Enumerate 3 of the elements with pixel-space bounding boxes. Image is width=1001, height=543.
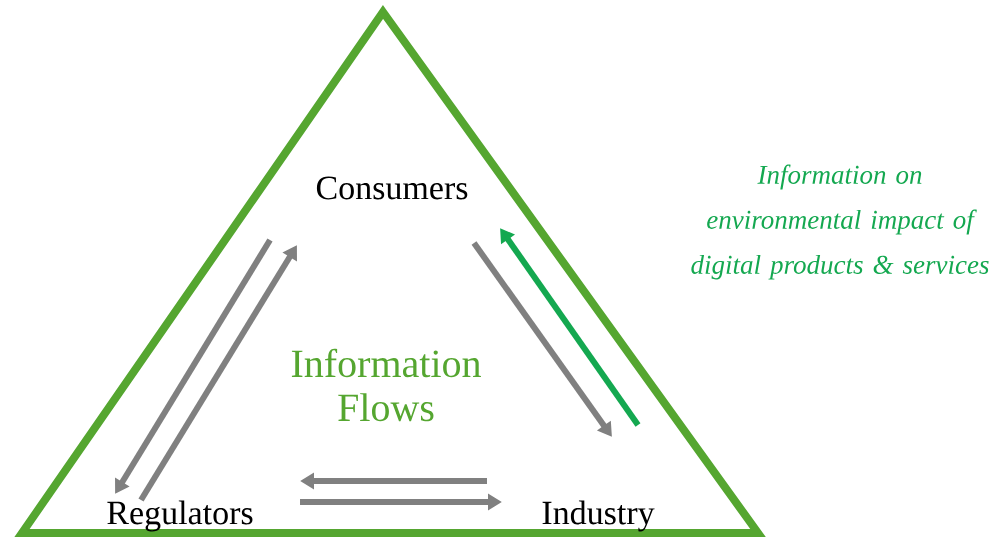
node-label: Regulators xyxy=(107,500,253,532)
node-label: Industry xyxy=(542,500,655,532)
node-label: Consumers xyxy=(316,176,468,200)
